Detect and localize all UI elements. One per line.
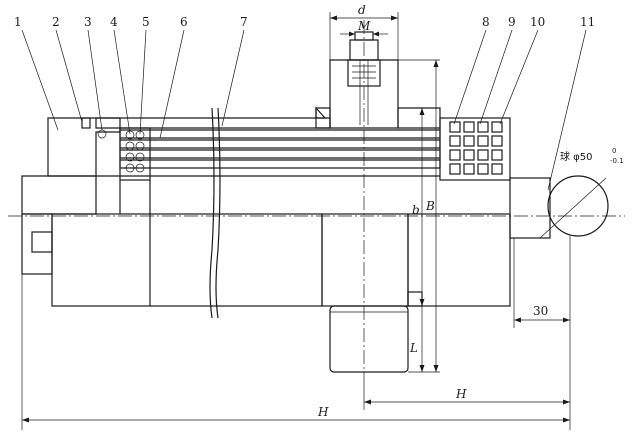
ball-upper-tol: 0	[612, 147, 616, 155]
end-cap	[21, 117, 121, 275]
dim-d	[329, 12, 399, 60]
callout-6: 6	[180, 15, 188, 29]
dim-30	[513, 236, 571, 328]
dim-H-inner-label: H	[455, 387, 467, 401]
callout-11: 11	[580, 15, 595, 29]
callout-2: 2	[52, 15, 60, 29]
callout-9: 9	[508, 15, 516, 29]
callout-5: 5	[142, 15, 150, 29]
ball-lower-tol: -0.1	[610, 157, 624, 165]
break-lines	[209, 107, 221, 319]
callout-1: 1	[14, 15, 22, 29]
dim-30-label: 30	[533, 304, 548, 318]
left-seals	[81, 117, 151, 214]
lower-body	[51, 213, 511, 373]
callout-4: 4	[110, 15, 118, 29]
right-gland	[439, 117, 511, 181]
dim-M-label: M	[357, 19, 371, 33]
dim-B-label: B	[425, 199, 435, 213]
dim-verticals	[398, 59, 440, 373]
piston-rod	[509, 175, 609, 239]
outer-tube	[95, 117, 441, 177]
callout-leaders	[21, 29, 587, 191]
dim-b-label: b	[412, 203, 420, 217]
dim-L-label: L	[409, 341, 418, 355]
dim-H-inner	[363, 328, 571, 430]
dim-M	[340, 31, 388, 37]
callout-10: 10	[530, 15, 545, 29]
dim-H-outer-label: H	[317, 405, 329, 419]
ball-spec-label: 球 φ50	[560, 150, 593, 163]
dim-d-label: d	[358, 3, 366, 17]
callout-3: 3	[84, 15, 92, 29]
port-block	[315, 31, 441, 129]
callout-7: 7	[240, 15, 248, 29]
callout-8: 8	[482, 15, 490, 29]
dim-H-outer	[21, 274, 570, 430]
